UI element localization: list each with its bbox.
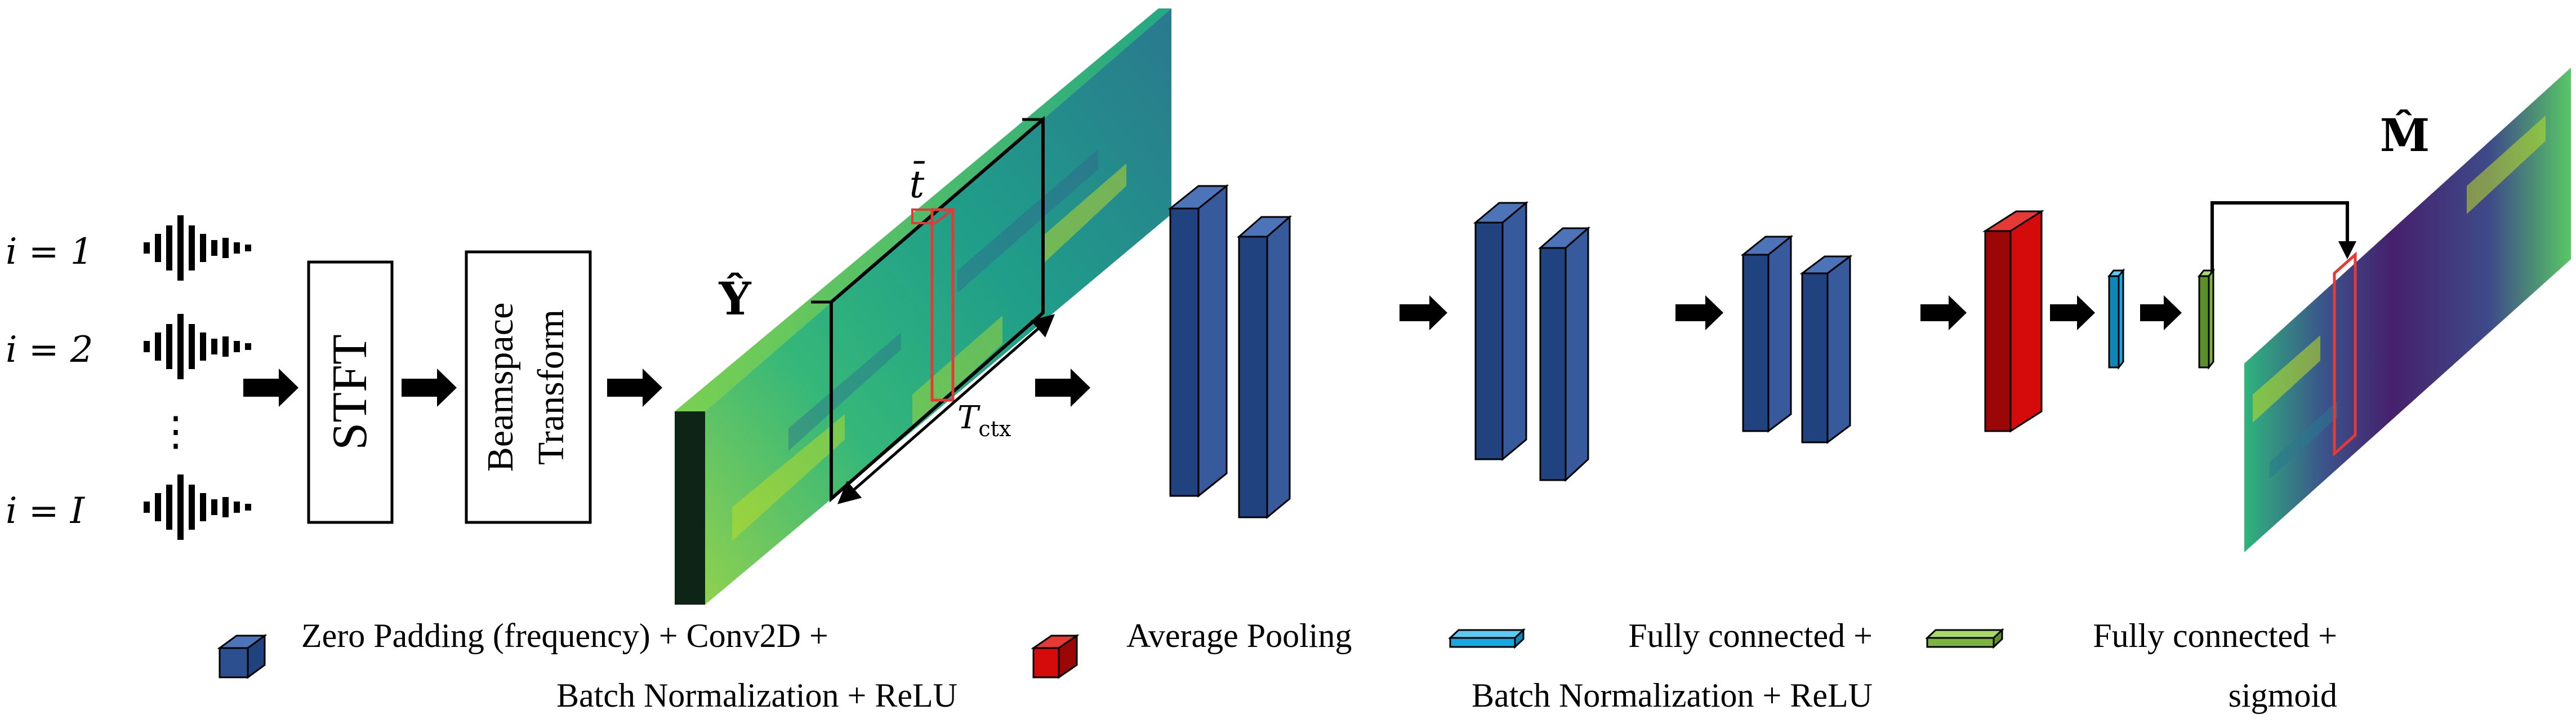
conv-block-3 [1740,234,1853,444]
spectrogram-front-face [705,8,1171,605]
flow-arrow [2050,295,2095,330]
legend-conv-swatch [217,634,268,679]
legend-fc-bn-line2: Batch Normalization + ReLU [1472,677,1873,714]
legend-fc-bn-swatch [1448,628,1526,649]
conv-layer-front [1565,226,1589,482]
input-label-1: i = 1 [6,231,93,273]
legend-conv-line2: Batch Normalization + ReLU [556,677,957,714]
input-ellipsis: ⋮ [155,409,196,454]
beamspace-transform-block: Beamspace Transform [465,250,592,524]
legend-fc-bn-line1: Fully connected + [1628,617,1873,654]
flow-arrow [1400,295,1447,330]
flow-arrow [1035,369,1090,407]
flow-arrow [2140,295,2182,330]
conv-layer-side [1238,236,1268,518]
fully-connected-bn-relu-layer [2107,268,2125,370]
context-length-subscript: ctx [978,416,1011,441]
legend-fc-sig: Fully connected + sigmoid [1925,617,2337,714]
conv-layer-side [1742,254,1770,432]
context-window-outline [830,116,1045,503]
legend-pool-line1: Average Pooling [1126,617,1352,654]
legend-conv-line1: Zero Padding (frequency) + Conv2D + [301,617,828,654]
stft-block: STFT [307,260,394,524]
conv-layer-side [1801,272,1829,443]
stft-label: STFT [323,334,377,450]
legend-conv: Zero Padding (frequency) + Conv2D + Batc… [217,617,957,714]
legend-pool: Average Pooling [1031,617,1352,679]
beamspace-label-line1: Beamspace [480,303,521,472]
conv-layer-front [1826,255,1851,444]
waveform-icon [144,215,251,281]
output-symbol: M̂ [2380,109,2430,162]
mask-output-arrow [2210,201,2356,273]
input-label-3: i = I [6,490,86,532]
flow-arrow [1920,295,1967,330]
context-length-arrow [837,314,1055,504]
flow-arrow [243,369,298,407]
spectrogram-input: t̄ Ŷ Tctx [675,8,1171,605]
conv-layer-front [1266,215,1291,520]
waveform-icon [144,314,251,379]
legend-fc-sig-line2: sigmoid [2229,677,2337,714]
mask-texture [2253,116,2546,479]
output-mask: M̂ [2244,68,2571,552]
legend: Zero Padding (frequency) + Conv2D + Batc… [217,617,2337,714]
flow-arrow [607,369,662,407]
conv-block-1 [1167,184,1292,520]
input-channels: i = 1 i = 2 ⋮ i = I [6,215,251,540]
average-pooling-layer [1982,210,2045,433]
legend-pool-swatch [1031,634,1080,679]
legend-fc-bn: Fully connected + Batch Normalization + … [1448,617,1873,714]
conv-layer-side [1539,247,1567,481]
waveform-icon [144,474,251,540]
spectrogram-symbol: Ŷ [718,272,751,325]
input-label-2: i = 2 [6,329,93,371]
flow-arrow [402,369,457,407]
legend-fc-sig-line1: Fully connected + [2093,617,2337,654]
conv-block-2 [1473,201,1590,482]
time-frame-highlight-top [911,209,956,224]
context-length-label: Tctx [957,400,1011,441]
legend-fc-sig-swatch [1925,628,2004,649]
spectrogram-side-face [675,411,705,605]
conv-layer-front [1501,201,1527,462]
fully-connected-sigmoid-layer [2197,268,2216,370]
conv-layer-side [1170,209,1198,496]
time-frame-symbol: t̄ [910,162,925,206]
conv-layer-side [1474,221,1504,460]
beamspace-label-line2: Transform [531,309,572,465]
flow-arrow [1675,295,1723,330]
conv-layer-front [1767,234,1792,433]
mask-frame-highlight [2333,251,2357,457]
